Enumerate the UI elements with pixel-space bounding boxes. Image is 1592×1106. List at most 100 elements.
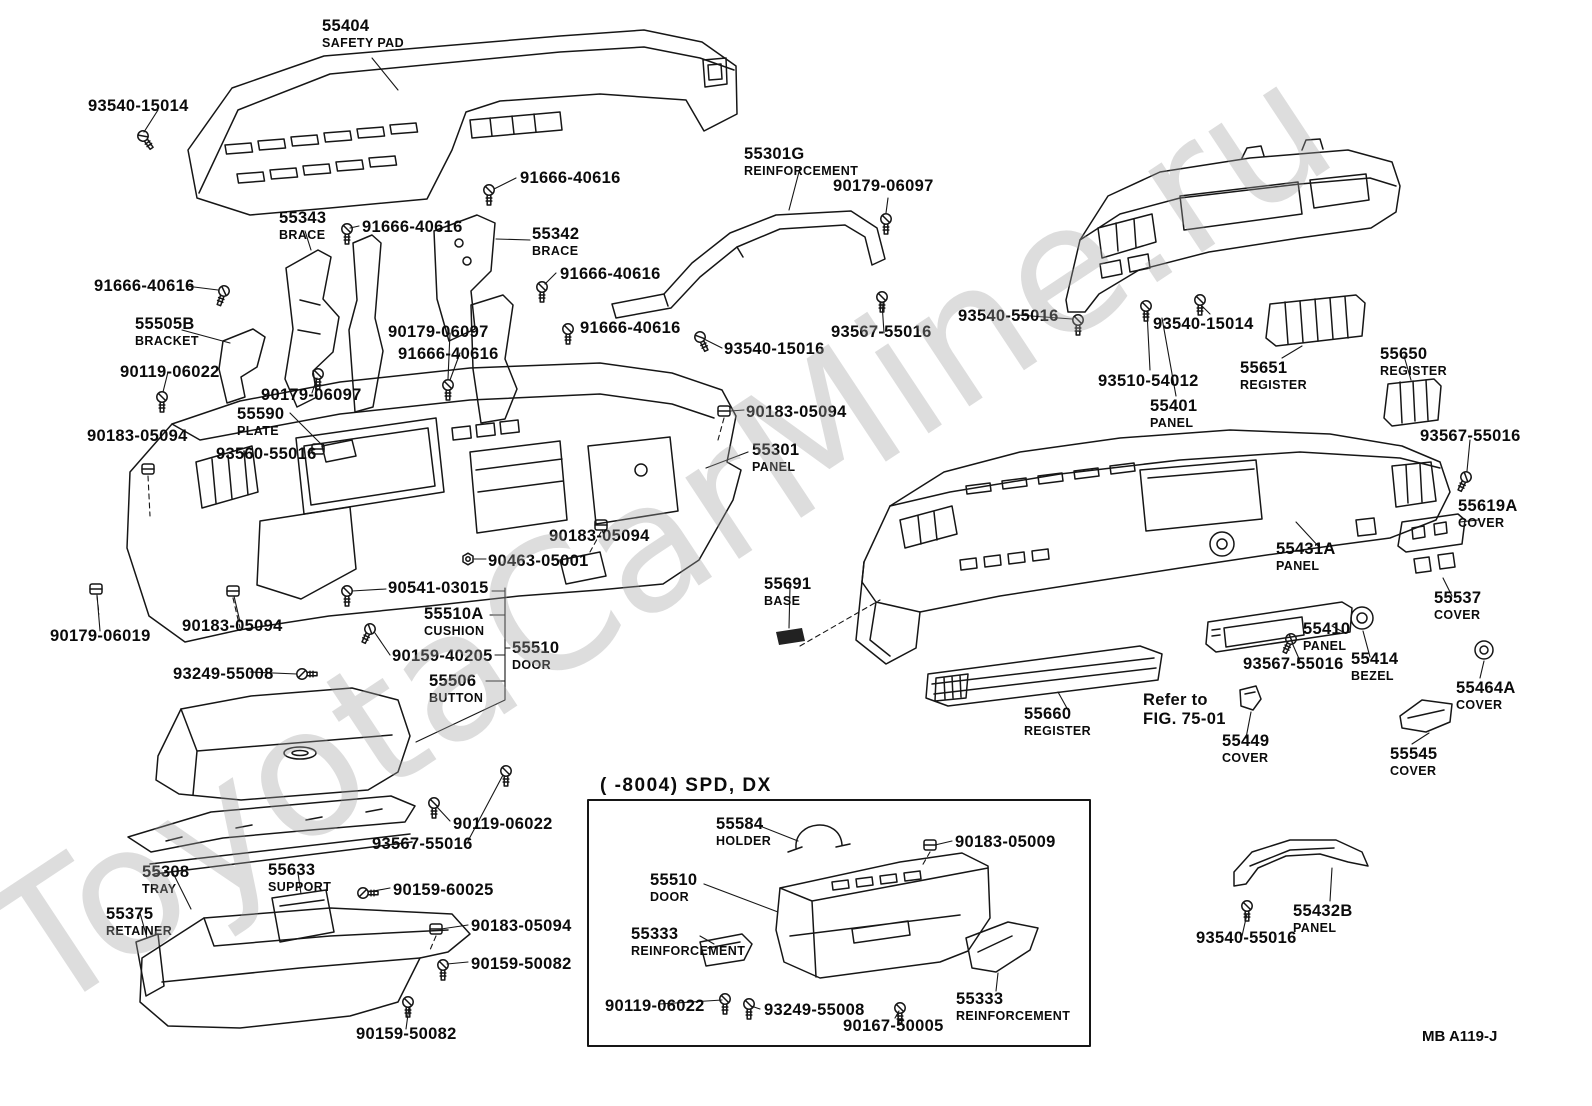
panel-55432-drawing	[1233, 839, 1369, 887]
part-number: 55545	[1390, 745, 1438, 763]
bracket-55505-drawing	[218, 328, 266, 404]
part-number: 55464A	[1456, 679, 1516, 697]
part-number: 55584	[716, 815, 764, 833]
main-panel-55431-drawing	[776, 429, 1451, 665]
drawing-code: MB A119-J	[1422, 1028, 1498, 1045]
part-label-9015940205: 90159-40205	[392, 647, 493, 666]
part-number: 55510	[512, 639, 560, 657]
part-number: 90541-03015	[388, 579, 489, 597]
cluster-finish-panel-drawing	[1065, 138, 1401, 313]
part-number: 55333	[631, 925, 679, 943]
part-name: REGISTER	[1240, 377, 1308, 392]
part-name: BASE	[764, 593, 801, 608]
part-number: 91666-40616	[560, 265, 661, 283]
part-number: 55410	[1303, 620, 1351, 638]
part-number: 91666-40616	[362, 218, 463, 236]
part-label-9354015016: 93540-15016	[724, 340, 825, 359]
part-number: 93567-55016	[372, 835, 473, 853]
part-name: SUPPORT	[268, 879, 332, 894]
part-name: TRAY	[142, 881, 177, 896]
part-name: SAFETY PAD	[322, 35, 405, 50]
part-name: CUSHION	[424, 623, 485, 638]
part-name: COVER	[1434, 607, 1481, 622]
part-label-9017906019: 90179-06019	[50, 627, 151, 646]
part-number: 55537	[1434, 589, 1482, 607]
part-label-9166640616: 91666-40616	[520, 169, 621, 188]
part-number: 90179-06097	[833, 177, 934, 195]
part-number: 90183-05094	[182, 617, 283, 635]
register-55660-drawing	[925, 645, 1163, 707]
part-label-9166640616: 91666-40616	[560, 265, 661, 284]
part-name: PANEL	[752, 459, 796, 474]
part-name: COVER	[1456, 697, 1503, 712]
part-number: 55650	[1380, 345, 1428, 363]
small-covers-drawing	[1239, 513, 1494, 733]
part-number: 55619A	[1458, 497, 1518, 515]
part-number: 90463-05001	[488, 552, 589, 570]
part-number: 90179-06019	[50, 627, 151, 645]
leader-lines	[96, 57, 1485, 1030]
part-label-9018305094: 90183-05094	[471, 917, 572, 936]
part-name: FIG. 75-01	[1143, 709, 1226, 728]
part-name: BRACE	[279, 227, 326, 242]
part-label-9356055016: 93560-55016	[216, 445, 317, 464]
part-number: 93540-15014	[1153, 315, 1254, 333]
part-number: 93540-15016	[724, 340, 825, 358]
part-label-9354055016: 93540-55016	[1196, 929, 1297, 948]
part-name: COVER	[1222, 750, 1269, 765]
part-label-9018305094: 90183-05094	[87, 427, 188, 446]
part-name: COVER	[1458, 515, 1505, 530]
part-name: COVER	[1390, 763, 1437, 778]
part-number: 55432B	[1293, 902, 1353, 920]
part-number: 90183-05094	[87, 427, 188, 445]
glovebox-tray-drawing	[127, 687, 416, 875]
part-label-9166640616: 91666-40616	[362, 218, 463, 237]
part-number: 90159-40205	[392, 647, 493, 665]
part-label-9015950082: 90159-50082	[356, 1025, 457, 1044]
part-number: 55510A	[424, 605, 484, 623]
part-name: REINFORCEMENT	[744, 163, 859, 178]
inset-glove-door-drawing	[699, 824, 1039, 979]
part-number: 93510-54012	[1098, 372, 1199, 390]
part-label-9354015014: 93540-15014	[88, 97, 189, 116]
part-number: 90119-06022	[453, 815, 553, 833]
part-name: HOLDER	[716, 833, 772, 848]
part-number: 93249-55008	[173, 665, 274, 683]
part-name: REGISTER	[1024, 723, 1092, 738]
part-number: 93567-55016	[1420, 427, 1521, 445]
part-name: BRACE	[532, 243, 579, 258]
radio-panel-drawing	[1205, 601, 1374, 653]
instrument-panel-drawing	[126, 362, 742, 643]
part-number: ( -8004) SPD, DX	[600, 775, 772, 796]
part-label-9016750005: 90167-50005	[843, 1017, 944, 1036]
part-label-9356755016: 93567-55016	[831, 323, 932, 342]
part-number: 93567-55016	[831, 323, 932, 341]
part-number: 91666-40616	[94, 277, 195, 295]
part-number: 90183-05009	[955, 833, 1056, 851]
part-label-9166640616: 91666-40616	[398, 345, 499, 364]
part-number: 90159-50082	[356, 1025, 457, 1043]
part-number: 93540-55016	[958, 307, 1059, 325]
part-number: 93540-55016	[1196, 929, 1297, 947]
part-label-9356755016: 93567-55016	[1420, 427, 1521, 446]
part-number: 55308	[142, 863, 190, 881]
part-number: 90183-05094	[746, 403, 847, 421]
part-label-9015950082: 90159-50082	[471, 955, 572, 974]
part-label-9015960025: 90159-60025	[393, 881, 494, 900]
part-label-9054103015: 90541-03015	[388, 579, 489, 598]
part-number: 55590	[237, 405, 285, 423]
